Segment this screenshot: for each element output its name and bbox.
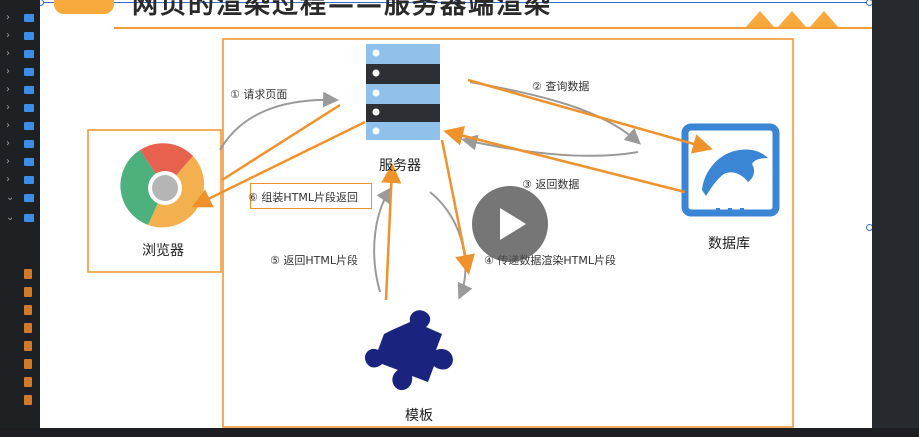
tree-row[interactable]: ⌄: [6, 192, 36, 204]
orange-arrow: [440, 139, 475, 275]
template-label: 模板: [405, 408, 433, 424]
puzzle-icon: [364, 310, 453, 391]
tree-row[interactable]: ›: [6, 102, 36, 114]
folder-icon: [24, 32, 34, 40]
folder-icon: [24, 140, 34, 148]
file-explorer-sidebar: › › › › › › › › › › ⌄ ⌄: [0, 0, 40, 437]
tree-row[interactable]: ⌄: [6, 212, 36, 224]
file-icon: [24, 395, 32, 405]
play-icon: [500, 208, 526, 240]
file-icon: [24, 377, 32, 387]
diagram-frame: [222, 38, 794, 428]
chevron-right-icon[interactable]: ›: [6, 174, 10, 185]
tree-row[interactable]: [6, 286, 36, 298]
resize-handle[interactable]: [866, 0, 872, 6]
chevron-right-icon[interactable]: ›: [6, 48, 10, 59]
chevron-right-icon[interactable]: ›: [6, 102, 10, 113]
folder-icon: [24, 194, 34, 202]
step3-arrow: [461, 134, 639, 157]
step5-arrow: [373, 186, 393, 293]
decorative-peaks: [746, 11, 838, 27]
chrome-icon: [120, 143, 205, 228]
tree-row[interactable]: [6, 376, 36, 388]
step6-box: [250, 183, 372, 209]
video-play-button[interactable]: [472, 186, 548, 262]
file-icon: [24, 323, 32, 333]
step1-label: ① 请求页面: [230, 88, 288, 101]
chevron-down-icon[interactable]: ⌄: [6, 212, 15, 223]
resize-handle[interactable]: [40, 0, 44, 6]
step3-label: ③ 返回数据: [522, 178, 580, 191]
folder-icon: [24, 158, 34, 166]
server-icon: [366, 44, 440, 140]
orange-arrow: [467, 78, 713, 154]
folder-icon: [24, 214, 34, 222]
tree-row[interactable]: ›: [6, 48, 36, 60]
server-label: 服务器: [379, 158, 421, 174]
folder-icon: [24, 68, 34, 76]
file-icon: [24, 269, 32, 279]
chevron-right-icon[interactable]: ›: [6, 138, 10, 149]
diagram-canvas: [87, 11, 838, 428]
tree-row[interactable]: [6, 394, 36, 406]
title-underline: [114, 27, 872, 29]
tree-row[interactable]: [6, 268, 36, 280]
tree-row[interactable]: ›: [6, 66, 36, 78]
tree-row[interactable]: ›: [6, 120, 36, 132]
resize-handle[interactable]: [866, 224, 872, 231]
folder-icon: [24, 176, 34, 184]
folder-icon: [24, 86, 34, 94]
tree-row[interactable]: [6, 340, 36, 352]
chevron-down-icon[interactable]: ⌄: [6, 192, 15, 203]
file-icon: [24, 341, 32, 351]
chevron-right-icon[interactable]: ›: [6, 12, 10, 23]
tree-row[interactable]: ›: [6, 30, 36, 42]
file-icon: [24, 359, 32, 369]
file-icon: [24, 287, 32, 297]
status-bar: [0, 428, 919, 437]
orange-arrow: [381, 163, 402, 301]
tree-row[interactable]: ›: [6, 138, 36, 150]
tree-row[interactable]: [6, 358, 36, 370]
chevron-right-icon[interactable]: ›: [6, 84, 10, 95]
orange-arrow: [191, 120, 366, 208]
step1-arrow: [219, 91, 339, 151]
orange-arrow: [443, 125, 686, 194]
step6-label: ⑥ 组装HTML片段返回: [248, 191, 358, 204]
tree-row[interactable]: ›: [6, 156, 36, 168]
folder-icon: [24, 14, 34, 22]
logo-badge: [54, 0, 114, 14]
folder-icon: [24, 122, 34, 130]
step5-label: ⑤ 返回HTML片段: [270, 254, 358, 267]
tree-row[interactable]: [6, 322, 36, 334]
chevron-right-icon[interactable]: ›: [6, 156, 10, 167]
tree-row[interactable]: ›: [6, 174, 36, 186]
tree-row[interactable]: ›: [6, 12, 36, 24]
orange-line: [221, 103, 341, 182]
tree-row[interactable]: ›: [6, 84, 36, 96]
folder-icon: [24, 50, 34, 58]
resize-handle[interactable]: [454, 0, 461, 6]
slide-title: 网页的渲染过程——服务器端渲染: [132, 0, 553, 20]
mysql-dolphin-icon: [681, 123, 780, 217]
database-label: 数据库: [708, 236, 750, 252]
tree-row[interactable]: [6, 304, 36, 316]
browser-box: [87, 129, 222, 273]
step2-label: ② 查询数据: [532, 80, 590, 93]
browser-label: 浏览器: [142, 243, 184, 259]
slide-canvas[interactable]: 网页的渲染过程——服务器端渲染: [40, 0, 872, 437]
file-icon: [24, 305, 32, 315]
chevron-right-icon[interactable]: ›: [6, 66, 10, 77]
folder-icon: [24, 104, 34, 112]
right-panel: [872, 0, 919, 437]
step4-arrow: [429, 191, 473, 300]
chevron-right-icon[interactable]: ›: [6, 120, 10, 131]
chevron-right-icon[interactable]: ›: [6, 30, 10, 41]
